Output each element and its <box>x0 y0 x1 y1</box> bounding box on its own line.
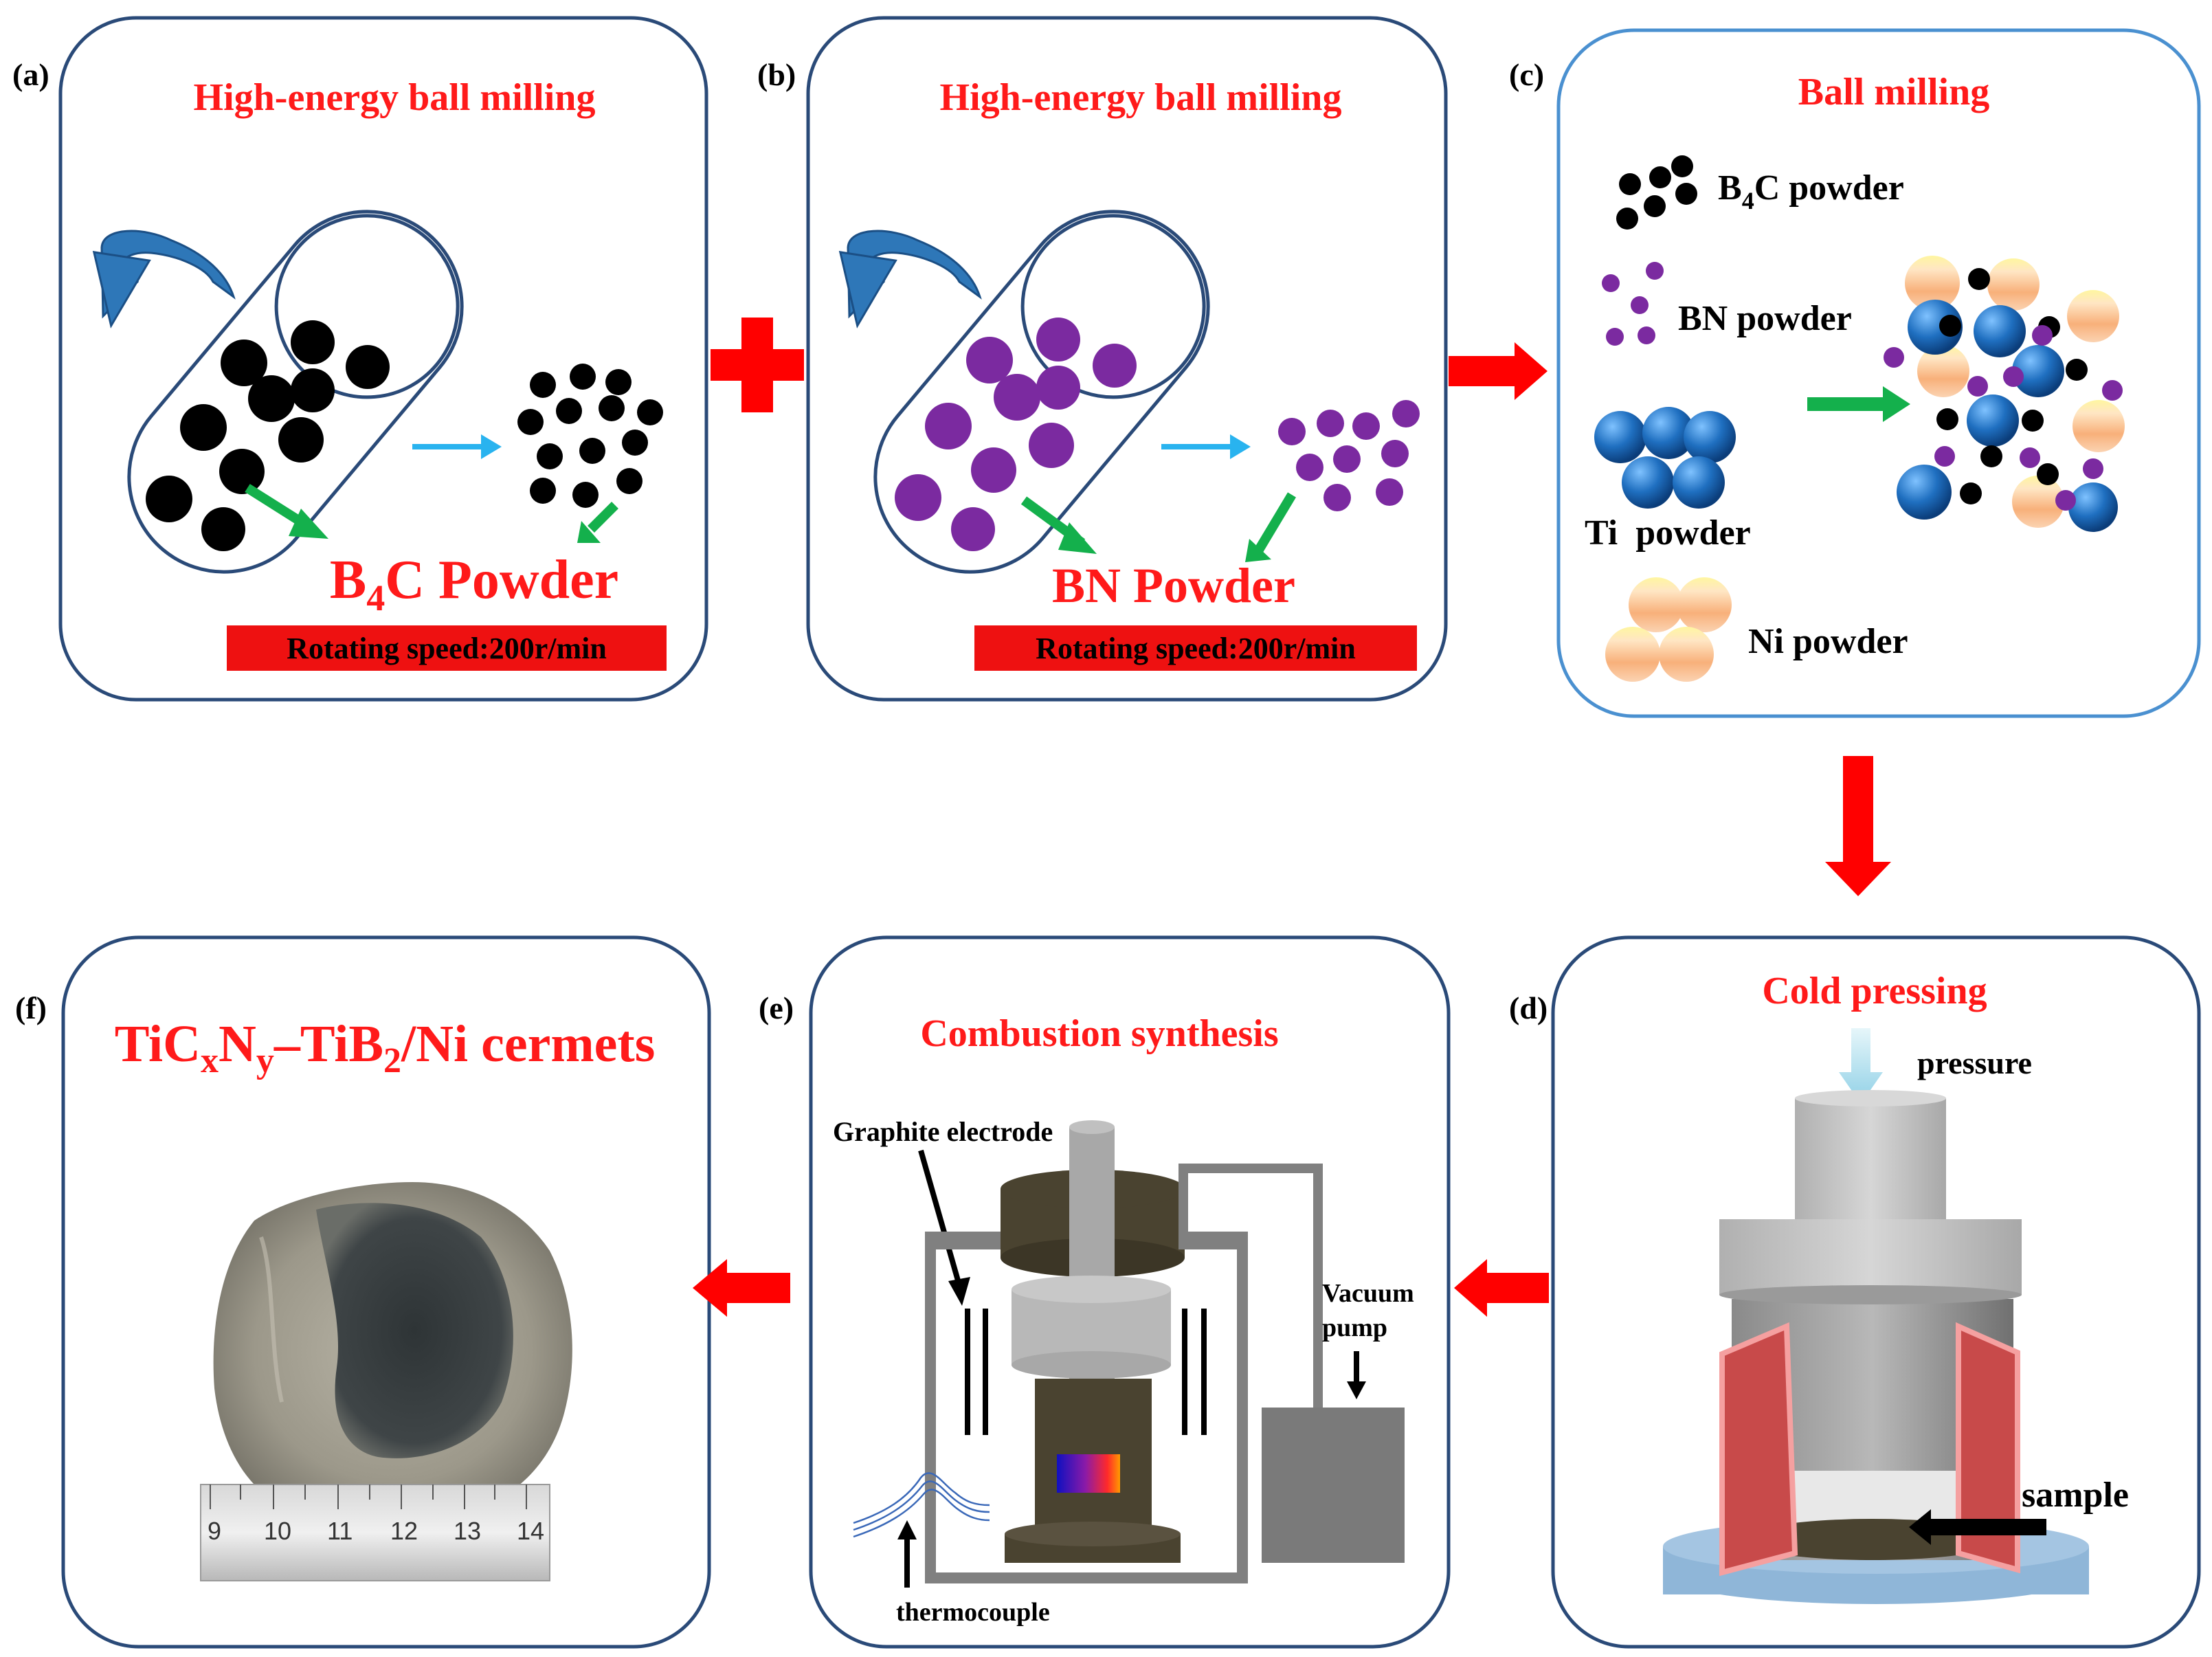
panel-b: High-energy ball milling BN Powder Rotat… <box>838 76 1420 671</box>
b4c-balls-small <box>517 364 663 508</box>
panel-c-label: (c) <box>1509 57 1544 92</box>
electrode-pointer <box>918 1149 962 1287</box>
cermet-sample-photo <box>213 1182 572 1521</box>
panel-c: Ball milling B4C powder BN powder Ti pow… <box>1585 71 2125 682</box>
panel-c-frame <box>1556 28 2201 718</box>
vacuum-pump <box>1262 1408 1405 1563</box>
panel-d: Cold pressing pressure sample <box>1663 970 2129 1604</box>
ruler: 9 10 11 12 13 14 <box>200 1484 550 1581</box>
ni-legend-balls <box>1605 577 1732 682</box>
ti-legend-balls <box>1594 407 1736 509</box>
cyan-arrow-a <box>412 434 502 459</box>
panel-d-frame <box>1551 935 2201 1649</box>
electrode-label: Graphite electrode <box>833 1116 1053 1147</box>
panel-e-frame <box>809 935 1451 1649</box>
bn-balls-small <box>1278 400 1420 511</box>
panel-e-title: Combustion synthesis <box>920 1012 1278 1055</box>
electrode-rod <box>1069 1127 1115 1299</box>
b4c-legend-dots <box>1616 155 1697 230</box>
pressure-arrow <box>1839 1028 1883 1104</box>
graphite-electrodes <box>965 1309 1207 1435</box>
vacuum-label-2: pump <box>1322 1313 1387 1342</box>
heat-zone <box>1057 1454 1120 1493</box>
panel-f-title: TiCxNy–TiB2/Ni cermets <box>115 1015 656 1080</box>
ruler-number-12: 12 <box>390 1517 418 1545</box>
panel-f: TiCxNy–TiB2/Ni cermets 9 10 11 12 <box>115 1015 656 1581</box>
green-arrow-c <box>1807 386 1910 422</box>
bn-balls-large <box>895 318 1137 551</box>
die-plate-right <box>1956 1322 2020 1574</box>
press-punch-top <box>1795 1098 1946 1222</box>
green-arrow-a2 <box>588 502 618 533</box>
panel-a-title: High-energy ball milling <box>194 76 596 119</box>
red-flow-arrow-icon <box>1825 756 1891 896</box>
speed-text-b: Rotating speed:200r/min <box>1036 632 1356 665</box>
thermocouple-signal <box>853 1472 990 1538</box>
red-flow-arrow-icon <box>1454 1259 1549 1317</box>
speed-badge-b <box>974 625 1417 671</box>
bn-powder-label: BN Powder <box>1052 558 1295 613</box>
ruler-number-10: 10 <box>264 1517 291 1545</box>
sample-arrow <box>1909 1509 2046 1545</box>
ruler-ticks <box>210 1484 527 1509</box>
panel-b-title: High-energy ball milling <box>940 76 1342 119</box>
ruler-number-14: 14 <box>517 1517 544 1545</box>
speed-badge-a <box>227 625 667 671</box>
b4c-legend-label: B4C powder <box>1718 168 1904 214</box>
curved-rotation-arrow-icon <box>847 230 982 319</box>
vacuum-label-1: Vacuum <box>1322 1279 1414 1308</box>
bn-legend-label: BN powder <box>1678 299 1852 338</box>
red-flow-arrow-icon <box>693 1259 790 1317</box>
ni-legend-label: Ni powder <box>1748 622 1908 661</box>
mixed-powder-cluster <box>1884 256 2125 532</box>
ti-legend-label: Ti powder <box>1585 513 1751 553</box>
ruler-number-9: 9 <box>208 1517 221 1545</box>
panel-d-label: (d) <box>1509 990 1548 1025</box>
green-arrow-b2 <box>1254 492 1297 553</box>
pressure-label: pressure <box>1917 1045 2032 1080</box>
plus-sign <box>711 318 804 412</box>
b4c-powder-label: B4C Powder <box>330 550 618 619</box>
sample-label: sample <box>2022 1476 2129 1515</box>
speed-text-a: Rotating speed:200r/min <box>287 632 607 665</box>
panel-b-label: (b) <box>757 57 796 92</box>
b4c-balls-large <box>146 320 390 551</box>
ruler-number-11: 11 <box>327 1517 353 1545</box>
cyan-arrow-b <box>1161 434 1251 459</box>
die-plate-left <box>1719 1322 1798 1577</box>
press-punch-head <box>1719 1219 2022 1295</box>
panel-a-label: (a) <box>12 57 49 92</box>
thermocouple-label: thermocouple <box>896 1598 1050 1627</box>
panel-e: Combustion synthesis Graphite electrode <box>833 1012 1414 1627</box>
red-flow-arrow-icon <box>1449 342 1548 400</box>
panel-c-title: Ball milling <box>1798 71 1990 113</box>
panel-a-frame <box>58 16 708 702</box>
panel-b-frame <box>806 16 1448 702</box>
panel-d-title: Cold pressing <box>1762 970 1987 1012</box>
bn-legend-dots <box>1602 262 1664 346</box>
vacuum-pipe <box>1178 1164 1323 1409</box>
panel-a: High-energy ball milling <box>92 76 667 671</box>
panel-e-label: (e) <box>759 990 794 1025</box>
ruler-number-13: 13 <box>454 1517 481 1545</box>
panel-f-label: (f) <box>15 990 47 1025</box>
curved-rotation-arrow-icon <box>100 230 236 319</box>
